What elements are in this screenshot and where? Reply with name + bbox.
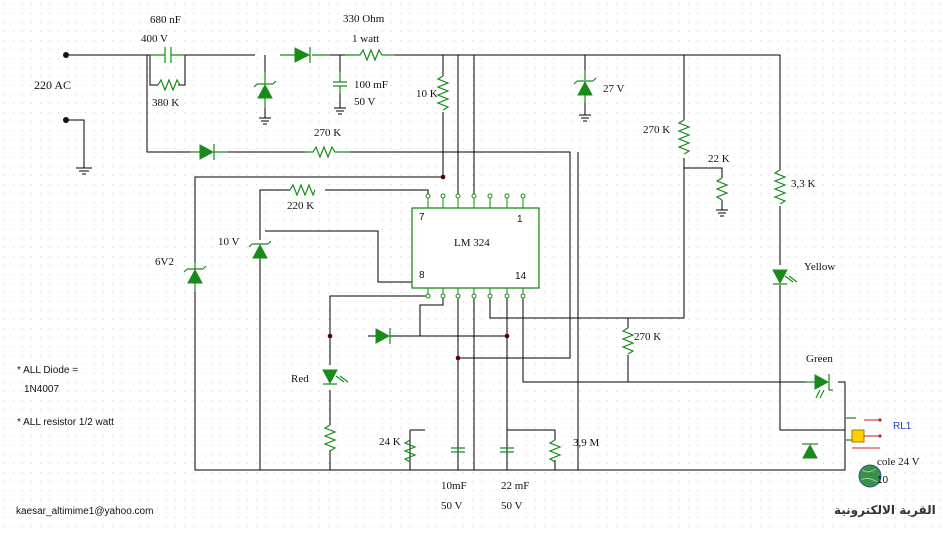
relay-rl1 [846,417,882,449]
label-50v-right: 50 V [501,500,523,512]
capacitor-22mf [500,447,514,453]
label-yellow: Yellow [804,261,835,273]
label-220k: 220 K [287,200,314,212]
resistor-330-ohm [345,48,395,62]
led-red [322,369,349,385]
label-coil: cole 24 V [877,456,920,468]
resistor-380k [157,78,181,92]
labels: 680 nF 400 V 330 Ohm 1 watt 220 AC 380 K… [16,13,936,518]
note-all-resistor: * ALL resistor 1/2 watt [17,417,114,428]
capacitor-100mf [333,72,347,94]
note-all-diode: * ALL Diode = [17,365,78,376]
resistor-270k-mid [305,145,350,159]
logo-text: القرية الالكترونية [834,503,936,518]
label-1-watt: 1 watt [352,33,379,45]
label-pin1: 1 [517,214,523,225]
label-green: Green [806,353,833,365]
label-380k: 380 K [152,97,179,109]
author-email: kaesar_altimime1@yahoo.com [16,506,153,517]
resistor-3k3 [773,169,787,205]
led-yellow [772,269,798,285]
resistor-22k [715,177,729,201]
label-3k3: 3,3 K [791,178,816,190]
label-680nf: 680 nF [150,14,181,26]
label-lm324: LM 324 [454,237,490,249]
ground-symbols [76,107,728,217]
resistor-270k-top [677,119,691,155]
label-pin8: 8 [419,270,425,281]
label-3m9: 3,9 M [573,437,600,449]
label-pin7: 7 [419,212,425,223]
resistor-220k [289,183,316,197]
capacitor-10mf [451,447,465,453]
diode-series [280,47,330,63]
label-400v: 400 V [141,33,168,45]
label-50v-mid: 50 V [441,500,463,512]
label-27v: 27 V [603,83,625,95]
junction-dots [327,174,510,361]
resistor-red [323,424,337,452]
label-330-ohm: 330 Ohm [343,13,385,25]
label-pin14: 14 [515,271,527,282]
zener-input [253,72,277,108]
zener-10v [248,240,272,259]
label-red: Red [291,373,309,385]
label-10mf: 10mF [441,480,467,492]
label-10v: 10 V [218,236,240,248]
label-100mf: 100 mF [354,79,388,91]
label-50v-top: 50 V [354,96,376,108]
logo-globe [858,464,882,488]
label-6v2: 6V2 [155,256,174,268]
label-270k-top: 270 K [643,124,670,136]
lm324-ic [411,193,540,299]
label-270k-low: 270 K [634,331,661,343]
capacitor-680nf [150,47,185,63]
label-270k-mid: 270 K [314,127,341,139]
label-coil-number: 10 [877,475,889,486]
label-10k: 10 K [416,88,438,100]
label-rl1: RL1 [893,421,912,432]
resistor-24k [403,439,417,463]
wires [66,54,846,471]
diode-relay [802,443,818,459]
label-24k: 24 K [379,436,401,448]
label-22mf: 22 mF [501,480,529,492]
resistor-10k [436,75,450,111]
resistor-270k-low [621,327,635,355]
diode-feedback [375,328,391,344]
zener-6v2 [183,262,207,292]
label-22k: 22 K [708,153,730,165]
terminals [63,52,69,123]
zener-27v [573,70,597,103]
label-220ac: 220 AC [34,78,71,92]
led-green [805,374,833,399]
diode-mid [190,144,228,160]
resistor-3m9 [548,439,562,463]
note-1n4007: 1N4007 [24,384,59,395]
